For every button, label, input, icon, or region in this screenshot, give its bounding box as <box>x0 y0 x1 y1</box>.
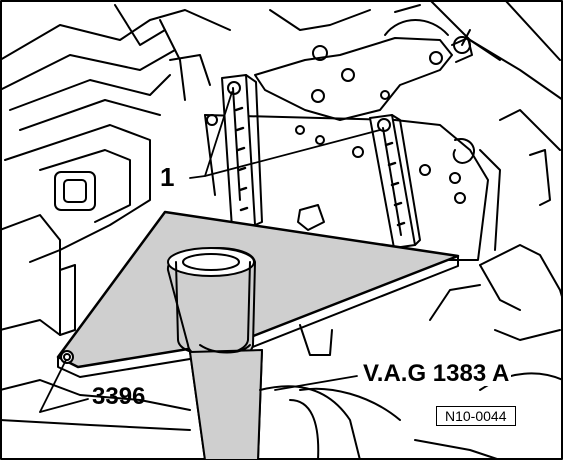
callout-tool-vag-1383a: V.A.G 1383 A <box>361 360 512 387</box>
subframe-structure <box>0 4 231 336</box>
callout-item-1: 1 <box>160 162 175 192</box>
right-structure <box>429 0 563 391</box>
lower-structure <box>0 324 501 460</box>
leader-lines <box>39 91 381 413</box>
figure-reference-number: N10-0044 <box>436 406 516 426</box>
gearbox-support <box>254 4 473 121</box>
jack-spindle <box>166 247 263 460</box>
tool-3396-plate <box>56 210 460 378</box>
callout-tool-3396: 3396 <box>92 383 146 410</box>
gearbox-housing <box>204 109 561 261</box>
locating-rails <box>221 74 421 249</box>
